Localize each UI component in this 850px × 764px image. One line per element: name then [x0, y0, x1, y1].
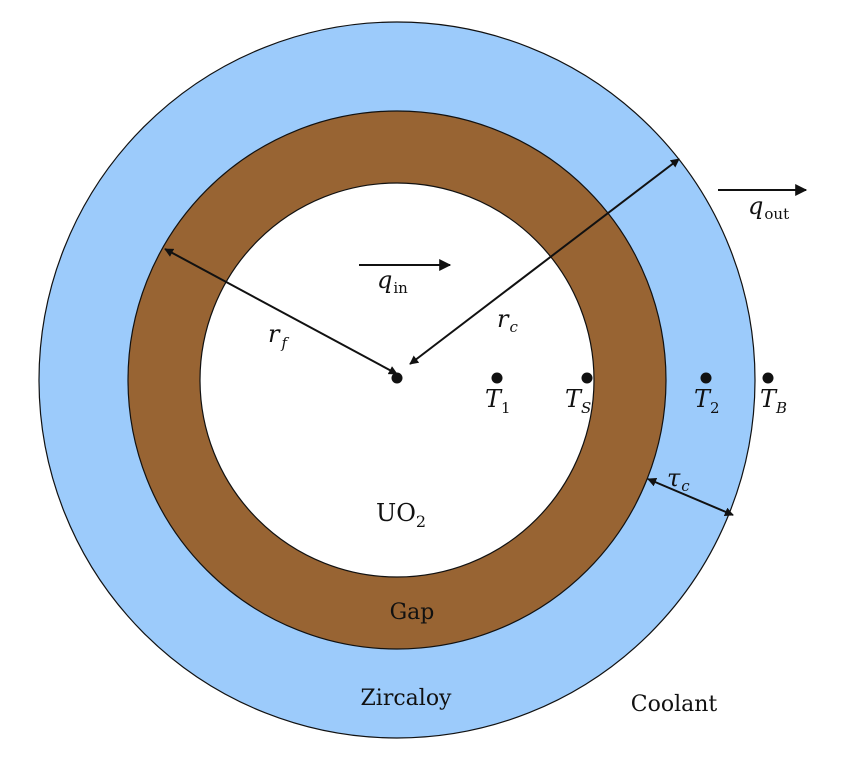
cladding-radius-arrow [409, 158, 680, 365]
coolant-region-label: Coolant [631, 692, 718, 717]
heat-in-label: qin [377, 266, 408, 297]
fuel-region-label: UO2 [376, 499, 426, 531]
center-point [391, 372, 403, 384]
cladding-thickness-arrow [647, 478, 734, 516]
fuel-radius-arrow [164, 248, 398, 375]
point-t1 [491, 372, 503, 384]
cladding-radius-label: rc [497, 305, 518, 336]
temperature-label-t1: T1 [485, 385, 511, 417]
point-t2 [700, 372, 712, 384]
temperature-label-ts: TS [565, 385, 591, 417]
temperature-label-tb: TB [760, 385, 787, 417]
gap-region-label: Gap [390, 600, 435, 625]
cladding-thickness-label: τc [667, 464, 690, 495]
point-ts [581, 372, 593, 384]
heat-out-label: qout [748, 192, 789, 223]
temperature-label-t2: T2 [694, 385, 720, 417]
cladding-region-label: Zircaloy [361, 686, 453, 711]
point-tb [762, 372, 774, 384]
